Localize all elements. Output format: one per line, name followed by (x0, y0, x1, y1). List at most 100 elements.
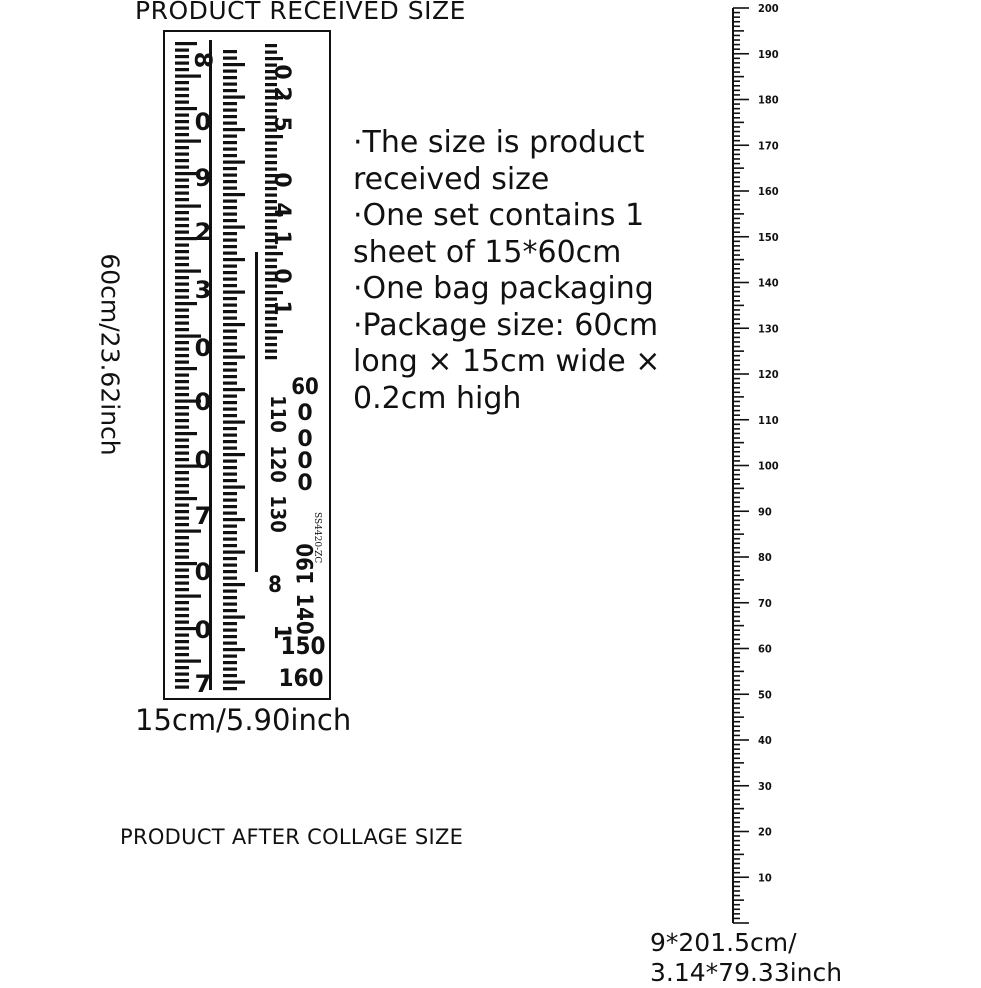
sheet-tick-col2 (223, 316, 237, 320)
sheet-tick-col2 (223, 680, 245, 684)
sheet-tick-col2 (223, 615, 245, 619)
sheet-tick-col1 (175, 152, 189, 156)
info-line: long × 15cm wide × (353, 344, 661, 379)
sheet-tick-col1 (175, 445, 189, 449)
sheet-scale-number: 150 (280, 632, 325, 660)
sheet-tick-col1 (175, 386, 189, 390)
sheet-scale-number: 110 (266, 395, 290, 433)
sheet-tick-col2 (223, 297, 237, 301)
ruler-tick-label: 90 (758, 505, 772, 518)
sheet-tick-col2 (223, 258, 245, 262)
ruler-tick-label: 70 (758, 597, 772, 610)
info-line: received size (353, 161, 550, 197)
sheet-tick-col1 (175, 172, 197, 176)
sheet-tick-col1 (175, 594, 201, 598)
sheet-tick-col1 (175, 575, 189, 579)
sheet-tick-col1 (175, 568, 189, 572)
sheet-digit: 7 (195, 502, 212, 530)
sheet-tick-col1 (175, 198, 189, 202)
sheet-tick-col2 (223, 271, 237, 275)
sheet-tick-col1 (175, 419, 189, 423)
sheet-tick-col3 (265, 265, 277, 269)
product-info-text: ·The size is product received size ·One … (353, 125, 683, 417)
ruler-tick-label: 10 (758, 871, 772, 884)
sheet-tick-col1 (175, 100, 189, 104)
sheet-tick-col1 (175, 42, 197, 46)
sheet-tick-col1 (175, 250, 189, 254)
sheet-tick-col3 (265, 213, 283, 217)
sheet-scale-number: 60 (291, 375, 319, 400)
sheet-tick-col2 (223, 342, 237, 346)
sheet-scale-number: 190 (294, 543, 319, 584)
sheet-tick-col3 (265, 50, 277, 54)
sheet-tick-col3 (265, 239, 277, 243)
sheet-digit: 8 (189, 52, 217, 69)
sheet-tick-col2 (223, 596, 237, 600)
sheet-tick-col3 (265, 83, 277, 87)
ruler-tick-label: 50 (758, 688, 772, 701)
sheet-tick-col1 (175, 679, 189, 683)
sheet-tick-col3 (265, 219, 277, 223)
info-line: ·Package size: 60cm (353, 307, 659, 343)
sheet-tick-col2 (223, 485, 245, 489)
sheet-tick-col2 (223, 648, 245, 652)
sheet-tick-col3 (265, 70, 277, 74)
sheet-tick-col3 (265, 356, 277, 360)
sheet-scale-number: 8 (268, 573, 282, 598)
sheet-tick-col3 (265, 245, 277, 249)
sheet-tick-col2 (223, 420, 245, 424)
info-line: ·The size is product (353, 125, 645, 160)
sheet-tick-col2 (223, 563, 237, 567)
sheet-tick-col1 (175, 256, 189, 260)
sheet-tick-col1 (175, 74, 201, 78)
sheet-tick-col1 (175, 614, 189, 618)
sheet-tick-col3 (265, 330, 283, 334)
sheet-tick-col3 (265, 310, 277, 314)
sheet-tick-col2 (223, 349, 237, 353)
sheet-digit: 0 (269, 268, 294, 283)
sheet-tick-col2 (223, 446, 237, 450)
sheet-tick-col3 (265, 304, 277, 308)
sheet-tick-col2 (223, 329, 237, 333)
sheet-tick-col2 (223, 576, 237, 580)
sheet-tick-col3 (265, 278, 277, 282)
sheet-tick-col1 (175, 588, 189, 592)
sheet-tick-col1 (175, 269, 201, 273)
sheet-tick-col1 (175, 620, 189, 624)
sheet-tick-col2 (223, 167, 237, 171)
sheet-tick-col3 (265, 291, 283, 295)
sheet-tick-col3 (265, 297, 277, 301)
sheet-tick-col1 (175, 347, 189, 351)
sheet-tick-col3 (265, 115, 277, 119)
ruler-tick-label: 120 (758, 368, 779, 381)
sheet-tick-col1 (175, 263, 189, 267)
sheet-digit: 2 (195, 218, 212, 246)
ruler-tick-label: 180 (758, 94, 779, 107)
collage-size-line-2: 3.14*79.33inch (650, 958, 843, 987)
sheet-tick-col2 (223, 82, 237, 86)
sheet-digit: 0 (195, 334, 212, 362)
sheet-tick-col1 (175, 367, 197, 371)
sheet-tick-col2 (223, 147, 237, 151)
sheet-digit: 4 (269, 202, 294, 217)
sheet-tick-col3 (265, 226, 277, 230)
sheet-tick-col2 (223, 212, 237, 216)
sheet-tick-col2 (223, 154, 237, 158)
info-line: ·One set contains 1 (353, 198, 645, 233)
sheet-tick-col2 (223, 219, 237, 223)
sheet-tick-col1 (175, 354, 189, 358)
sheet-tick-col1 (175, 373, 189, 377)
sheet-tick-col2 (223, 628, 237, 632)
sheet-tick-col1 (175, 581, 189, 585)
sheet-tick-col1 (175, 126, 189, 130)
sheet-digit: 9 (195, 164, 212, 192)
sheet-tick-col3 (265, 252, 283, 256)
sheet-tick-col1 (175, 633, 189, 637)
sheet-tick-col1 (175, 308, 189, 312)
sheet-tick-col1 (175, 451, 189, 455)
collage-size-line-1: 9*201.5cm/ (650, 928, 797, 957)
sheet-tick-col2 (223, 225, 245, 229)
sheet-tick-col2 (223, 407, 237, 411)
